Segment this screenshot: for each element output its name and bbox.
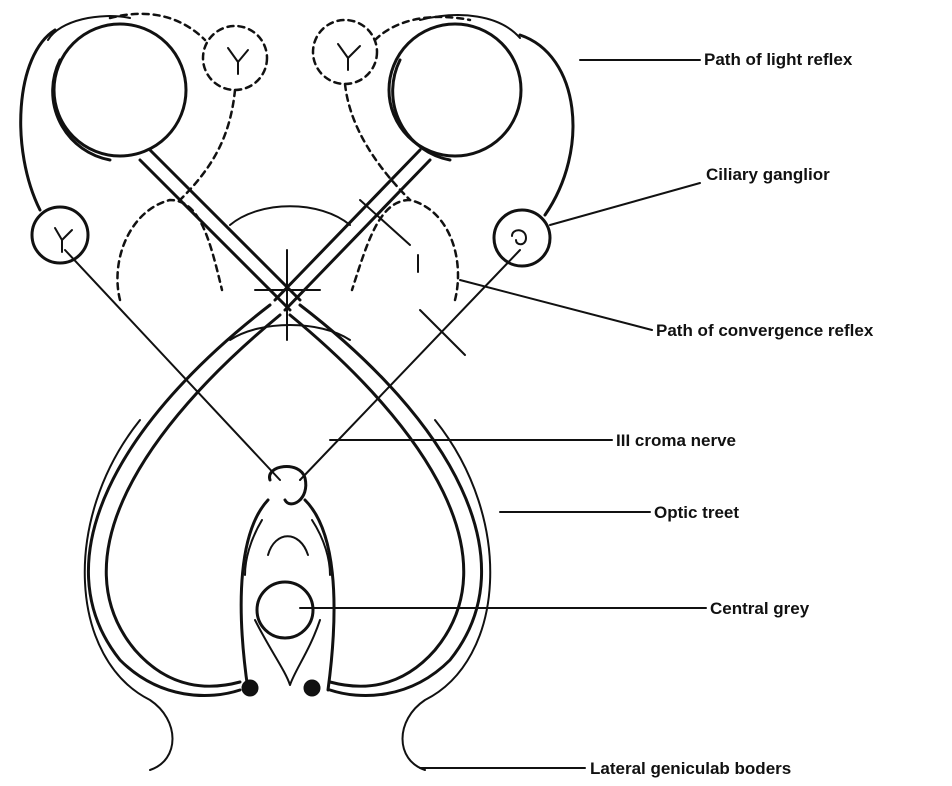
label-central-grey: Central grey [710, 599, 810, 618]
right-outer-fiber [520, 35, 573, 215]
label-ciliary-ganglion: Ciliary ganglior [706, 165, 830, 184]
left-convergence-path [117, 200, 222, 300]
right-ciliary-ganglion [494, 210, 550, 266]
right-oculomotor-nerve [300, 250, 520, 480]
left-outer-fiber [21, 30, 55, 210]
central-grey-circle [257, 582, 313, 638]
left-eyeball [48, 16, 186, 160]
right-convergence-path [352, 200, 458, 300]
optic-chiasm [140, 150, 430, 340]
label-croma-nerve: III croma nerve [616, 431, 736, 450]
right-eyeball [389, 15, 521, 160]
left-oculomotor-nerve [65, 250, 280, 480]
label-light-reflex: Path of light reflex [704, 50, 853, 69]
label-optic-tract: Optic treet [654, 503, 739, 522]
left-ciliary-ganglion [32, 207, 88, 263]
left-dashed-ganglion [110, 14, 267, 200]
label-convergence-reflex: Path of convergence reflex [656, 321, 874, 340]
leader-lines [300, 60, 706, 768]
label-lateral-geniculate: Lateral geniculab boders [590, 759, 791, 778]
